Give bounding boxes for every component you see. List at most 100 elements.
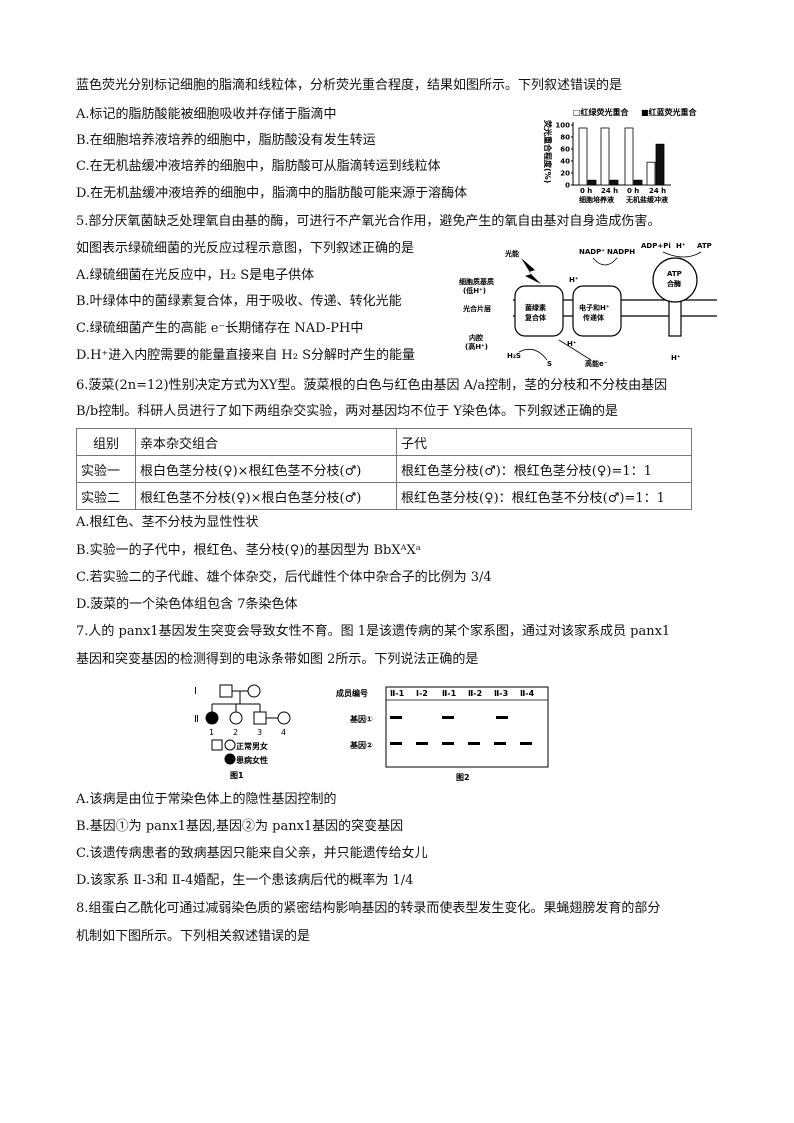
pedigree-II-1-affected-female	[205, 711, 219, 725]
q6-stem-1: 6.菠菜(2n=12)性别决定方式为XY型。菠菜根的白色与红色由基因 A/a控制…	[76, 378, 668, 393]
table-cell: 根红色茎分枝(♀)：根红色茎不分枝(♂)=1：1	[396, 482, 692, 510]
gene-1-label: 基因①	[349, 714, 373, 724]
figure-1-caption: 图1	[230, 771, 244, 780]
q7-option-d: D.该家系 Ⅱ-3和 Ⅱ-4婚配，生一个患该病后代的概率为 1/4	[76, 873, 414, 888]
matrix-label: 细胞质基质	[459, 277, 494, 286]
complex-label-1: 菌绿素	[525, 303, 546, 312]
chart-xtick-1: 0 h	[580, 187, 592, 195]
gel-band	[390, 716, 402, 719]
chart-ylabel: 荧光重合程度(%)	[543, 120, 553, 183]
q5-option-b: B.叶绿体中的菌绿素复合体，用于吸收、传递、转化光能	[76, 294, 402, 309]
pedigree-number-1: 1	[209, 728, 214, 737]
bacteriochlorophyll-complex	[514, 285, 564, 337]
chart-ytick-label: 20	[560, 170, 570, 178]
table-cell: 根红色茎不分枝(♀)×根白色茎分枝(♂)	[135, 482, 397, 510]
h-label-carrier: H⁺	[569, 276, 579, 284]
pedigree-number-2: 2	[233, 728, 238, 737]
table-cell: 实验二	[76, 482, 136, 510]
q7-option-b: B.基因①为 panx1基因,基因②为 panx1基因的突变基因	[76, 819, 404, 834]
gel-band	[494, 742, 506, 745]
s-label: S	[547, 360, 552, 368]
q5-light-reaction-diagram: 菌绿素 复合体 电子和H⁺ 传递体 ATP 合酶 细胞质基质 (低H⁺) 光合片…	[459, 242, 717, 368]
pedigree-number-4: 4	[281, 728, 286, 737]
q4-option-d: D.在无机盐缓冲液培养的细胞中，脂滴中的脂肪酸可能来源于溶酶体	[76, 186, 468, 201]
gel-band	[442, 742, 454, 745]
chart-xtick-3: 0 h	[627, 187, 639, 195]
carrier-label-2: 传递体	[582, 313, 605, 322]
chart-bar	[646, 161, 656, 186]
h-label-top: H⁺	[676, 242, 686, 250]
q6-option-b: B.实验一的子代中，根红色、茎分枝(♀)的基因型为 BbXᴬXᵃ	[76, 543, 421, 558]
q8-stem-2: 机制如下图所示。下列相关叙述错误的是	[76, 929, 311, 944]
chart-legend-2: ■红蓝荧光重合	[641, 107, 698, 117]
q7-option-a: A.该病是由位于常染色体上的隐性基因控制的	[76, 792, 337, 807]
chart-bar	[624, 127, 634, 186]
member-label: Ⅱ-1	[390, 689, 405, 698]
member-id-header: 成员编号	[336, 688, 368, 698]
cross-experiment-table: 组别 亲本杂交组合 子代 实验一 根白色茎分枝(♀)×根红色茎不分枝(♂) 根红…	[76, 428, 692, 510]
chart-group-1: 细胞培养液	[579, 195, 615, 204]
q4-option-b: B.在细胞培养液培养的细胞中，脂肪酸没有发生转运	[76, 133, 376, 148]
gel-band	[520, 742, 532, 745]
chart-bar	[609, 179, 619, 186]
synthase-label-2: 合酶	[666, 279, 681, 288]
q6-stem-2: B/b控制。科研人员进行了如下两组杂交实验，两对基因均不位于 Y染色体。下列叙述…	[76, 404, 618, 419]
chart-group-2: 无机盐缓冲液	[625, 195, 669, 204]
atp-synthase-head	[652, 257, 698, 303]
table-cell: 实验一	[76, 455, 136, 483]
legend-affected-female-icon	[224, 753, 236, 765]
pedigree-I-1-male	[219, 684, 233, 698]
nadph-label: NADPH	[607, 248, 635, 256]
nadp-label: NADP⁺	[579, 248, 605, 256]
table-row: 实验二 根红色茎不分枝(♀)×根白色茎分枝(♂) 根红色茎分枝(♀)：根红色茎不…	[76, 482, 692, 510]
chart-xtick-4: 24 h	[649, 187, 666, 195]
table-cell: 根白色茎分枝(♀)×根红色茎不分枝(♂)	[135, 455, 397, 483]
pedigree-II-3-male	[253, 711, 267, 725]
member-label: Ⅱ-1	[442, 689, 457, 698]
table-header: 亲本杂交组合	[135, 428, 397, 456]
chart-bar	[633, 179, 643, 186]
q4-stem: 蓝色荧光分别标记细胞的脂滴和线粒体，分析荧光重合程度，结果如图所示。下列叙述错误…	[76, 78, 623, 93]
q6-option-c: C.若实验二的子代雌、雄个体杂交，后代雌性个体中杂合子的比例为 3/4	[76, 570, 492, 585]
member-label: Ⅱ-4	[520, 689, 535, 698]
high-energy-electron-label: 高能e⁻	[585, 359, 608, 368]
generation-2-label: Ⅱ	[194, 714, 199, 725]
electron-carrier	[572, 285, 622, 337]
gel-band	[416, 742, 428, 745]
q7-stem-1: 7.人的 panx1基因发生突变会导致女性不育。图 1是该遗传病的某个家系图，通…	[76, 624, 671, 639]
legend-affected-label: 患病女性	[236, 755, 268, 765]
q6-option-d: D.菠菜的一个染色体组包含 7条染色体	[76, 597, 298, 612]
q7-stem-2: 基因和突变基因的检测得到的电泳条带如图 2所示。下列说法正确的是	[76, 652, 479, 667]
figure-2-caption: 图2	[456, 773, 470, 782]
adp-label: ADP+Pi	[641, 242, 671, 250]
legend-male-icon	[211, 739, 223, 751]
gel-band	[468, 742, 480, 745]
table-header-row: 组别 亲本杂交组合 子代	[76, 428, 692, 456]
pedigree-II-2-female	[229, 711, 243, 725]
q4-option-c: C.在无机盐缓冲液培养的细胞中，脂肪酸可从脂滴转运到线粒体	[76, 159, 441, 174]
chart-ytick-label: 40	[560, 158, 570, 166]
carrier-label-1: 电子和H⁺	[579, 303, 610, 312]
member-label: Ⅱ-2	[468, 689, 482, 698]
q4-option-a: A.标记的脂肪酸能被细胞吸收并存储于脂滴中	[76, 107, 337, 122]
gel-band	[496, 716, 508, 719]
matrix-label-2: (低H⁺)	[463, 286, 486, 295]
pedigree-number-3: 3	[257, 728, 262, 737]
gel-band	[442, 716, 454, 719]
lumen-label: 内腔	[469, 333, 483, 342]
q7-option-c: C.该遗传病患者的致病基因只能来自父亲，并只能遗传给女儿	[76, 846, 428, 861]
chart-ytick-label: 100	[555, 122, 570, 130]
atp-label: ATP	[697, 242, 712, 250]
chart-legend-1: □红绿荧光重合	[573, 107, 630, 117]
complex-label-2: 复合体	[524, 313, 547, 322]
electrophoresis-figure-2: 成员编号 Ⅱ-1 Ⅰ-2 Ⅱ-1 Ⅱ-2 Ⅱ-3 Ⅱ-4 基因① 基因② 图2	[336, 686, 549, 782]
chart-xtick-2: 24 h	[601, 187, 618, 195]
q5-option-c: C.绿硫细菌产生的高能 e⁻长期储存在 NAD-PH中	[76, 321, 364, 336]
q5-stem-1: 5.部分厌氧菌缺乏处理氧自由基的酶，可进行不产氧光合作用，避免产生的氧自由基对自…	[76, 214, 661, 229]
gene-2-label: 基因②	[349, 740, 373, 750]
member-label: Ⅱ-3	[494, 689, 508, 698]
membrane-label: 光合片层	[462, 304, 491, 313]
synthase-label-1: ATP	[667, 270, 682, 278]
chart-bar	[600, 127, 610, 186]
